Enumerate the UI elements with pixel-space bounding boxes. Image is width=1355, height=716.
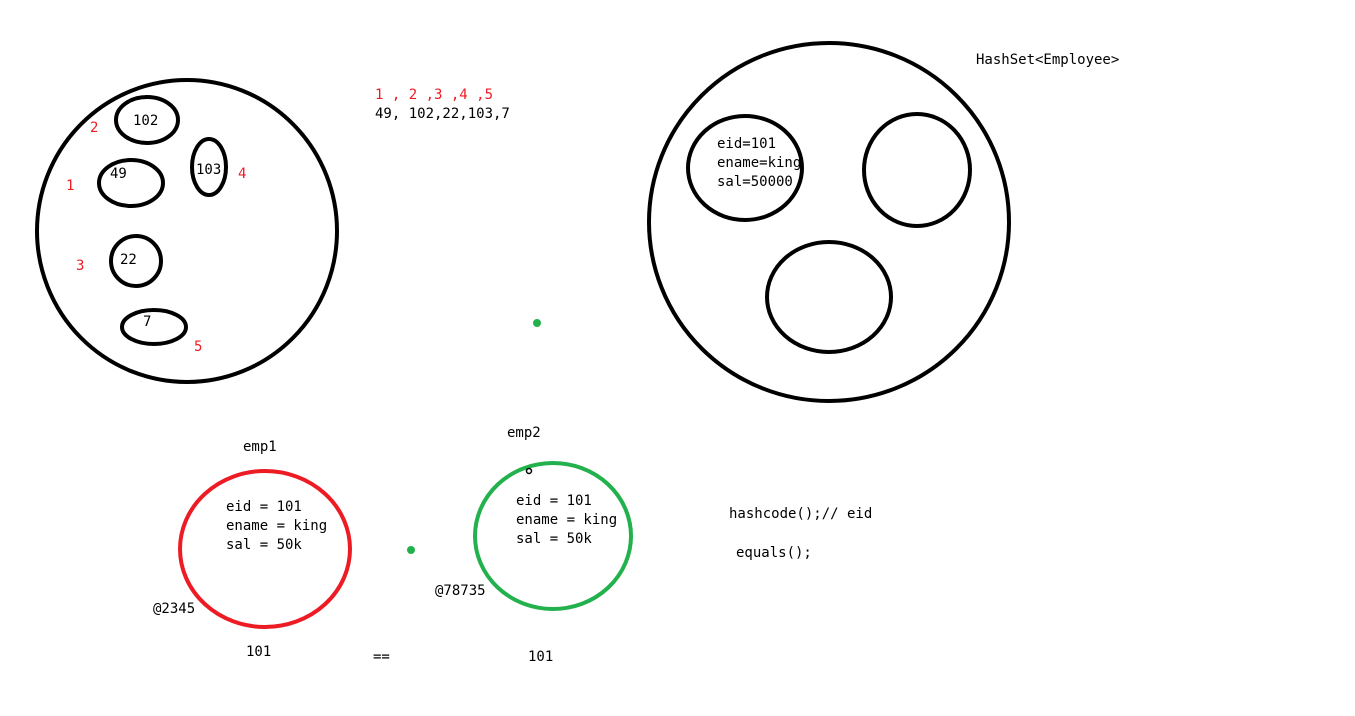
emp1-object-circle — [178, 469, 352, 629]
equals-method-text: equals(); — [736, 545, 812, 561]
emp2-ename: ename = king — [516, 512, 618, 528]
emp1-ename: ename = king — [226, 518, 328, 534]
equality-operator: == — [373, 649, 390, 665]
element-102-circle — [114, 95, 180, 145]
element-7-circle — [120, 308, 188, 346]
emp2-address: @78735 — [435, 583, 486, 599]
element-103-circle — [190, 137, 228, 197]
element-value-102: 102 — [133, 113, 159, 129]
hashset-entry-ename: ename=king — [717, 155, 802, 171]
green-dot — [533, 319, 541, 327]
hashset-entry-sal: sal=50000 — [717, 174, 793, 190]
hashset-bucket-entry — [686, 114, 804, 222]
insertion-order-text: 1 , 2 ,3 ,4 ,5 — [375, 87, 494, 103]
hashset-title: HashSet<Employee> — [976, 52, 1120, 68]
element-value-103: 103 — [196, 162, 222, 178]
element-value-22: 22 — [120, 252, 137, 268]
emp2-label: emp2 — [507, 425, 541, 441]
element-index-4: 4 — [238, 166, 247, 182]
emp1-sal: sal = 50k — [226, 537, 302, 553]
hashset-bucket-empty — [862, 112, 972, 228]
element-index-2: 2 — [90, 120, 99, 136]
values-line-text: 49, 102,22,103,7 — [375, 106, 510, 122]
element-index-3: 3 — [76, 258, 85, 274]
emp1-eid: eid = 101 — [226, 499, 302, 515]
hashset-entry-eid: eid=101 — [717, 136, 777, 152]
hashset-outer-circle — [647, 41, 1011, 403]
element-49-circle — [97, 158, 165, 208]
hashset-bucket-empty — [765, 240, 893, 354]
emp2-sal: sal = 50k — [516, 531, 592, 547]
emp2-eid: eid = 101 — [516, 493, 592, 509]
green-dot — [407, 546, 415, 554]
element-value-49: 49 — [110, 166, 127, 182]
element-index-1: 1 — [66, 178, 75, 194]
emp1-hash: 101 — [246, 644, 272, 660]
emp2-object-circle — [473, 461, 633, 611]
set-outer-circle — [35, 78, 339, 384]
hashcode-method-text: hashcode();// eid — [729, 506, 873, 522]
element-index-5: 5 — [194, 339, 203, 355]
emp2-hash: 101 — [528, 649, 554, 665]
element-value-7: 7 — [143, 314, 152, 330]
small-marker — [525, 467, 533, 475]
element-22-circle — [109, 234, 163, 288]
emp1-label: emp1 — [243, 439, 277, 455]
emp1-address: @2345 — [153, 601, 196, 617]
